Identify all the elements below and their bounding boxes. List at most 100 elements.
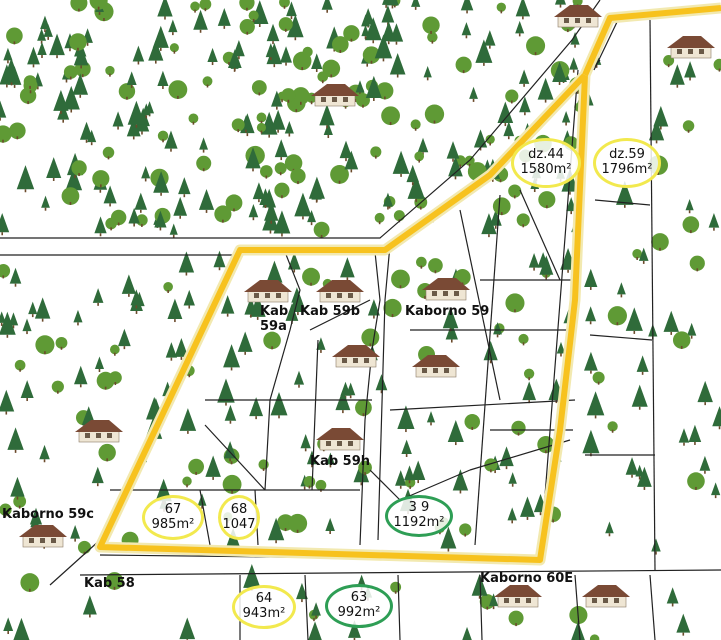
tree-icon [605, 521, 614, 537]
house-icon [332, 345, 380, 368]
tree-icon [154, 210, 167, 231]
tree-icon [128, 207, 140, 227]
tree-icon [300, 434, 311, 452]
tree-icon [207, 47, 218, 66]
tree-icon [157, 70, 169, 89]
tree-icon [190, 1, 200, 13]
tree-icon [102, 146, 115, 160]
tree-icon [319, 104, 335, 129]
tree-icon [245, 147, 261, 172]
tree-icon [202, 76, 213, 88]
tree-icon [607, 306, 627, 326]
tree-icon [103, 185, 117, 207]
tree-icon [539, 255, 554, 278]
houses-layer [19, 5, 715, 608]
tree-icon [164, 130, 178, 152]
tree-icon [361, 328, 380, 347]
tree-icon [381, 106, 400, 126]
tree-icon [239, 19, 255, 35]
tree-icon [127, 100, 146, 128]
house-icon [667, 36, 715, 59]
tree-icon [306, 450, 317, 468]
tree-icon [367, 299, 380, 319]
tree-icon [153, 171, 169, 196]
tree-icon [489, 209, 502, 229]
label-kab-59a-line1: Kab [260, 304, 289, 319]
label-kaborno-60e: Kaborno 60E [480, 571, 574, 586]
tree-icon [260, 165, 273, 179]
tree-icon [3, 47, 13, 64]
tree-icon [6, 69, 17, 86]
plot-number: 67 [164, 501, 182, 517]
tree-icon [632, 248, 642, 260]
tree-icon [178, 251, 195, 276]
label-kab-59a-line2: 59a [260, 319, 287, 334]
tree-icon [62, 85, 80, 113]
tree-icon [152, 25, 169, 51]
tree-icon [340, 257, 355, 281]
tree-icon [460, 0, 474, 14]
tree-icon [461, 22, 472, 39]
tree-icon [447, 420, 464, 446]
tree-icon [492, 197, 511, 216]
tree-icon [7, 427, 24, 453]
tree-icon [339, 140, 353, 162]
house-icon [582, 585, 630, 608]
tree-icon [70, 525, 81, 542]
tree-icon [141, 166, 151, 182]
tree-icon [455, 56, 472, 74]
tree-icon [126, 71, 137, 88]
tree-icon [43, 23, 53, 40]
house-icon [494, 585, 542, 608]
tree-icon [220, 295, 235, 317]
house-icon [422, 278, 470, 301]
tree-icon [196, 155, 212, 172]
tree-icon [313, 221, 330, 238]
tree-icon [265, 43, 276, 61]
tree-icon [49, 33, 65, 59]
tree-icon [0, 125, 12, 143]
tree-icon [586, 391, 605, 419]
house-icon [244, 280, 292, 303]
tree-icon [523, 368, 535, 381]
tree-icon [589, 634, 600, 640]
tree-icon [518, 69, 530, 87]
tree-icon [343, 25, 360, 42]
tree-icon [105, 65, 115, 77]
tree-icon [592, 371, 605, 385]
tree-icon [82, 595, 97, 618]
tree-icon [556, 341, 566, 357]
tree-icon [678, 428, 690, 446]
tree-icon [485, 134, 495, 146]
tree-icon [98, 443, 116, 462]
tree-icon [326, 452, 335, 468]
tree-icon [391, 269, 410, 289]
tree-icon [199, 137, 209, 153]
tree-icon [584, 351, 598, 374]
tree-icon [520, 496, 535, 520]
tree-icon [383, 298, 402, 318]
tree-icon [554, 0, 567, 8]
tree-icon [259, 188, 272, 209]
tree-icon [699, 455, 711, 474]
tree-icon [263, 331, 281, 350]
tree-icon [302, 267, 320, 286]
tree-icon [0, 311, 16, 338]
road-layer [94, 2, 721, 566]
tree-icon [330, 165, 349, 184]
plot-area: 992m² [337, 605, 381, 620]
tree-icon [672, 331, 691, 349]
tree-icon [87, 129, 97, 146]
tree-icon [10, 476, 25, 500]
tree-icon [381, 21, 396, 45]
tree-icon [448, 156, 463, 180]
tree-icon [508, 472, 517, 487]
